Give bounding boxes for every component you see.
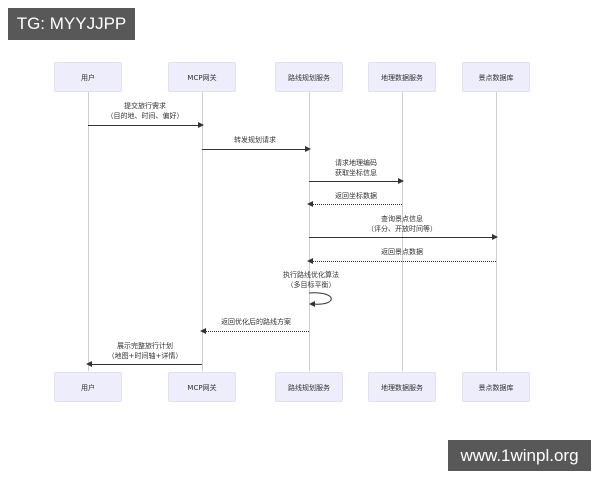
self-loop-arrow [308, 292, 332, 307]
message-arrow [88, 122, 204, 128]
watermark-top-left: TG: MYYJJPP [8, 8, 135, 40]
message-label: 展示完整旅行计划 （地图+时间轴+详情） [108, 341, 183, 361]
actor-gateway-bottom: MCP网关 [168, 372, 236, 402]
message-label: 请求地理编码 获取坐标信息 [335, 158, 377, 178]
message-arrow [307, 258, 496, 264]
message-line: （评分、开放时间等） [367, 225, 437, 233]
message-arrow [309, 234, 498, 240]
message-line: 展示完整旅行计划 [116, 342, 173, 350]
arrowhead-icon [492, 234, 498, 240]
watermark-bottom-right: www.1winpl.org [448, 440, 591, 471]
actor-gateway-top: MCP网关 [168, 62, 236, 92]
message-arrow [309, 178, 404, 184]
arrowhead-icon [305, 146, 311, 152]
actor-poi-bottom: 景点数据库 [462, 372, 530, 402]
message-label: 返回坐标数据 [335, 191, 377, 201]
actor-route-top: 路线规划服务 [275, 62, 343, 92]
message-line: 获取坐标信息 [335, 169, 377, 177]
actor-user-top: 用户 [54, 62, 122, 92]
actor-user-bottom: 用户 [54, 372, 122, 402]
lifeline-gateway [202, 92, 203, 371]
arrowhead-icon [398, 178, 404, 184]
message-line: 请求地理编码 [335, 159, 377, 167]
arrowhead-icon [307, 258, 313, 264]
message-label: 转发规划请求 [234, 135, 276, 145]
message-line: 返回坐标数据 [335, 192, 377, 200]
actor-geo-bottom: 地理数据服务 [368, 372, 436, 402]
message-arrow [202, 146, 311, 152]
message-arrow [86, 361, 202, 367]
message-line: （地图+时间轴+详情） [107, 352, 183, 360]
message-arrow [200, 328, 309, 334]
message-line: 执行路线优化算法 [283, 271, 339, 279]
message-arrow [307, 201, 402, 207]
message-line: （目的地、时间、偏好） [106, 112, 184, 120]
arrowhead-icon [200, 328, 206, 334]
lifeline-poi [496, 92, 497, 371]
message-line: 返回景点数据 [381, 248, 423, 256]
arrowhead-icon [86, 361, 92, 367]
message-label: 返回优化后的路线方案 [221, 317, 291, 327]
lifeline-user [88, 92, 89, 371]
arrowhead-icon [198, 122, 204, 128]
message-label: 查询景点信息 （评分、开放时间等） [367, 214, 437, 234]
actor-route-bottom: 路线规划服务 [275, 372, 343, 402]
message-line: 查询景点信息 [381, 215, 423, 223]
lifeline-geo [402, 92, 403, 371]
message-label: 执行路线优化算法 （多目标平衡） [283, 270, 339, 290]
actor-geo-top: 地理数据服务 [368, 62, 436, 92]
message-line: 转发规划请求 [234, 136, 276, 144]
message-label: 提交旅行需求 （目的地、时间、偏好） [107, 101, 184, 121]
message-line: 提交旅行需求 [124, 102, 166, 110]
message-label: 返回景点数据 [381, 247, 423, 257]
actor-poi-top: 景点数据库 [462, 62, 530, 92]
message-line: 返回优化后的路线方案 [221, 318, 291, 326]
message-line: （多目标平衡） [286, 281, 336, 289]
arrowhead-icon [307, 201, 313, 207]
lifeline-route [309, 92, 310, 371]
